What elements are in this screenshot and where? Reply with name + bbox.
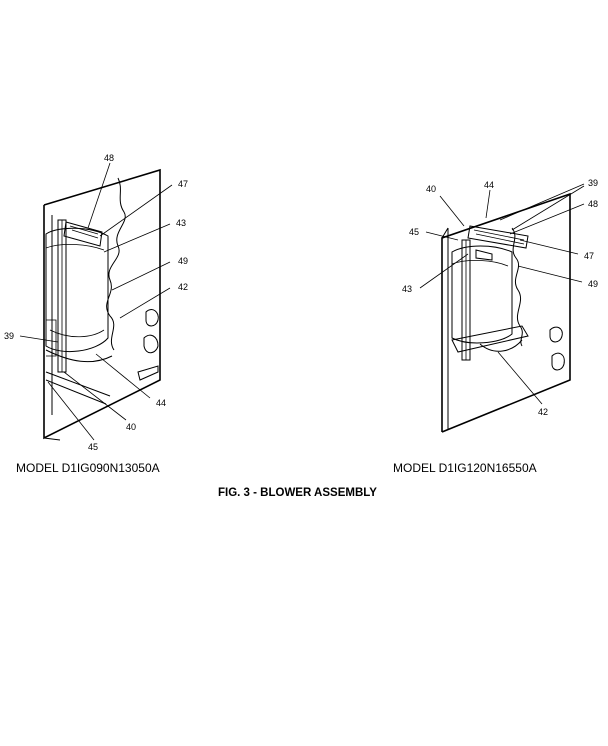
left-callout-48: 48: [104, 153, 114, 163]
right-callout-49: 49: [588, 279, 598, 289]
right-callout-42: 42: [538, 407, 548, 417]
left-callout-44: 44: [156, 398, 166, 408]
left-callout-43: 43: [176, 218, 186, 228]
right-callout-48: 48: [588, 199, 598, 209]
right-callout-43: 43: [402, 284, 412, 294]
right-callout-40: 40: [426, 184, 436, 194]
left-callout-40: 40: [126, 422, 136, 432]
left-callout-45: 45: [88, 442, 98, 452]
figure-title: FIG. 3 - BLOWER ASSEMBLY: [218, 487, 377, 499]
right-callout-47: 47: [584, 251, 594, 261]
left-callout-49: 49: [178, 256, 188, 266]
right-blower-drawing: [419, 183, 585, 433]
right-callout-45: 45: [409, 227, 419, 237]
left-model-caption: MODEL D1IG090N13050A: [16, 461, 160, 475]
left-callout-39: 39: [4, 331, 14, 341]
left-callout-42: 42: [178, 282, 188, 292]
left-callout-47: 47: [178, 179, 188, 189]
left-blower-drawing: [19, 162, 173, 441]
right-callout-39: 39: [588, 178, 598, 188]
right-model-caption: MODEL D1IG120N16550A: [393, 461, 537, 475]
right-callout-44: 44: [484, 180, 494, 190]
